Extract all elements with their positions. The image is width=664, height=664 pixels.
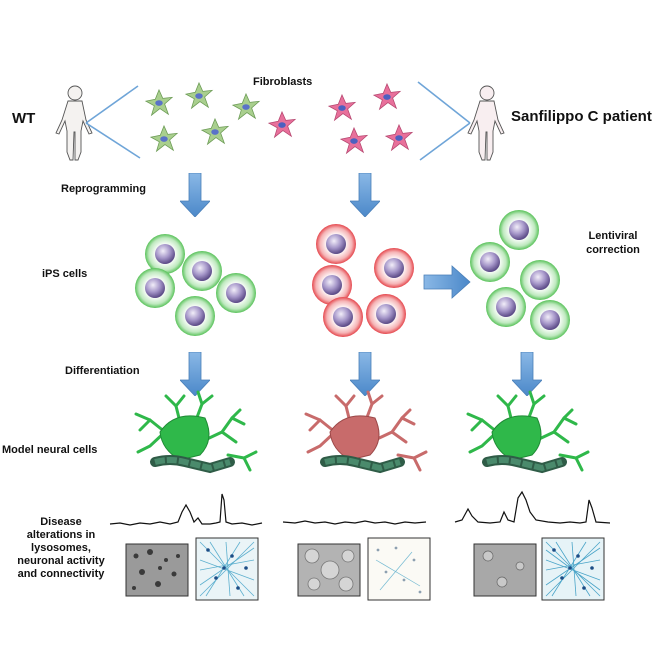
connectivity-map-icon: [195, 537, 259, 601]
correction-arrow: [423, 265, 471, 299]
lentiviral-correction-label: Lentiviral correction: [578, 230, 648, 256]
disease-line-2: alterations in: [26, 529, 96, 541]
micrograph-icon: [473, 543, 537, 597]
disease-line-3: lysosomes,: [31, 542, 91, 554]
differentiation-label: Differentiation: [65, 365, 140, 377]
fan-lines: [85, 81, 471, 161]
neuron-icon: [304, 390, 428, 474]
ips-cell-icon: [470, 210, 570, 340]
disease-line-5: and connectivity: [17, 568, 105, 580]
human-figure-icon: [55, 85, 93, 161]
reprogramming-label: Reprogramming: [61, 183, 146, 195]
ips-cell-icon: [135, 234, 256, 336]
differentiation-arrow-patient: [350, 352, 380, 396]
reprogramming-arrow-patient: [350, 173, 380, 217]
micrograph-icon: [297, 543, 361, 597]
ips-cells-label: iPS cells: [42, 268, 88, 280]
lentiviral-line-1: Lentiviral: [588, 230, 638, 242]
calcium-trace-icon: [454, 490, 611, 524]
calcium-trace-icon: [109, 493, 263, 526]
lentiviral-line-2: correction: [586, 244, 640, 256]
micrograph-icon: [125, 543, 189, 597]
reprogramming-arrow-wt: [180, 173, 210, 217]
disease-line-1: Disease: [40, 516, 82, 528]
disease-line-4: neuronal activity: [17, 555, 105, 567]
differentiation-arrow-corrected: [512, 352, 542, 396]
fibroblast-icon: [145, 82, 260, 152]
human-figure-icon: [467, 85, 505, 161]
disease-label: Disease alterations in lysosomes, neuron…: [6, 516, 116, 581]
fibroblast-icon: [268, 83, 413, 154]
fibroblasts-label: Fibroblasts: [253, 76, 313, 88]
wt-label: WT: [12, 110, 36, 127]
connectivity-map-icon: [367, 537, 431, 601]
ips-cell-icon: [312, 224, 414, 337]
differentiation-arrow-wt: [180, 352, 210, 396]
neuron-icon: [466, 390, 590, 474]
model-neural-label: Model neural cells: [2, 444, 98, 456]
connectivity-map-icon: [541, 537, 605, 601]
patient-label: Sanfilippo C patient: [511, 108, 652, 125]
neuron-icon: [134, 390, 258, 474]
calcium-trace-icon: [282, 520, 427, 525]
